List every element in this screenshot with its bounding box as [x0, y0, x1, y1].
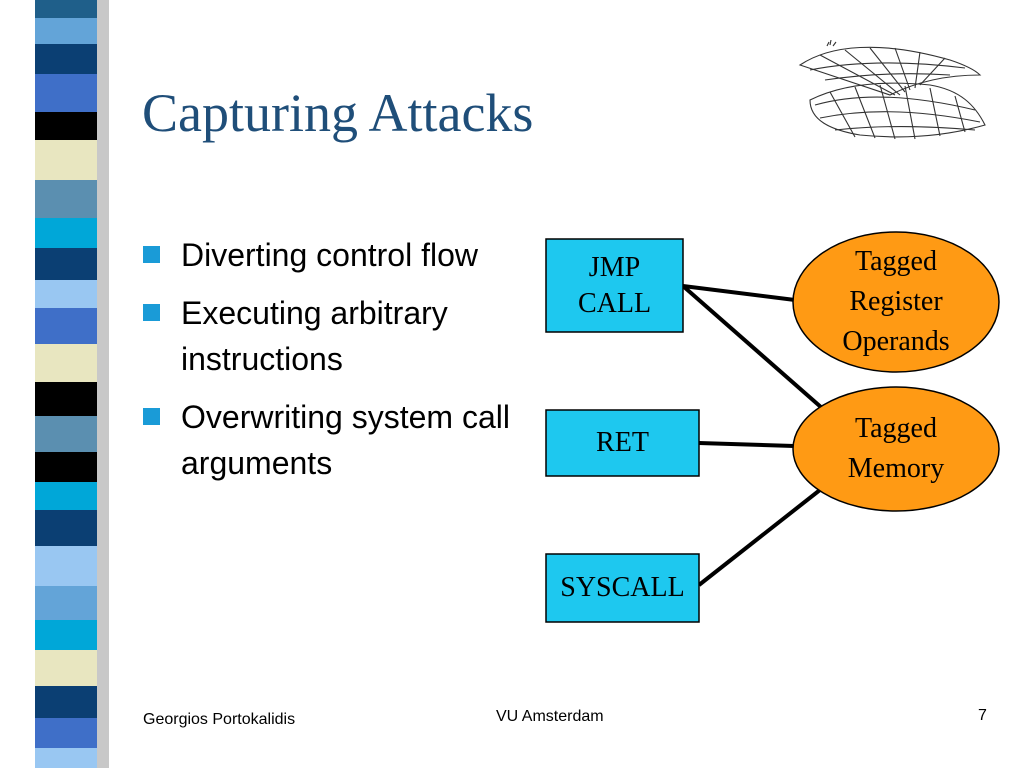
stripe-segment [35, 74, 97, 112]
bullet-text: Diverting control flow [181, 237, 478, 273]
stripe-segment [35, 180, 97, 218]
stripe-segment [35, 18, 97, 44]
square-bullet-icon [143, 408, 160, 425]
slide-title: Capturing Attacks [142, 83, 534, 143]
stripe-segment [35, 112, 97, 140]
stripe-segment [35, 620, 97, 650]
decorative-stripe-bar [35, 0, 97, 768]
stripe-segment [35, 44, 97, 74]
bullet-item: Diverting control flow [143, 232, 533, 278]
stripe-segment [35, 308, 97, 344]
stripe-segment [35, 248, 97, 280]
tagged-memory-label: Tagged Memory [847, 413, 945, 484]
bullet-item: Overwriting system call arguments [143, 394, 533, 486]
stripe-segment [35, 510, 97, 546]
stripe-segment [35, 416, 97, 452]
syscall-label: SYSCALL [560, 572, 685, 603]
stripe-segment [35, 280, 97, 308]
fishing-net-icon [798, 40, 986, 140]
bullet-text: Overwriting system call arguments [181, 399, 510, 481]
square-bullet-icon [143, 246, 160, 263]
stripe-segment [35, 482, 97, 510]
connector-syscall-memory [697, 484, 827, 587]
stripe-segment [35, 218, 97, 248]
stripe-segment [35, 650, 97, 686]
bullet-text: Executing arbitrary instructions [181, 295, 448, 377]
stripe-segment [35, 586, 97, 620]
stripe-segment [35, 748, 97, 768]
stripe-shadow [97, 0, 109, 768]
footer-author: Georgios Portokalidis [143, 711, 296, 728]
connector-jmp-register [682, 284, 796, 302]
stripe-segment [35, 718, 97, 748]
stripe-segment [35, 0, 97, 18]
stripe-segment [35, 140, 97, 180]
footer-institution: VU Amsterdam [496, 708, 604, 725]
connector-ret-memory [698, 441, 795, 448]
footer-page-number: 7 [978, 707, 987, 724]
stripe-segment [35, 686, 97, 718]
bullet-list: Diverting control flow Executing arbitra… [143, 232, 533, 498]
jmp-call-label: JMP CALL [577, 251, 652, 319]
bullet-item: Executing arbitrary instructions [143, 290, 533, 382]
tagged-register-operands-label: Tagged Register Operands [842, 246, 950, 357]
stripe-segment [35, 452, 97, 482]
stripe-segment [35, 344, 97, 382]
stripe-segment [35, 382, 97, 416]
stripe-segment [35, 546, 97, 586]
square-bullet-icon [143, 304, 160, 321]
ret-label: RET [596, 427, 649, 458]
